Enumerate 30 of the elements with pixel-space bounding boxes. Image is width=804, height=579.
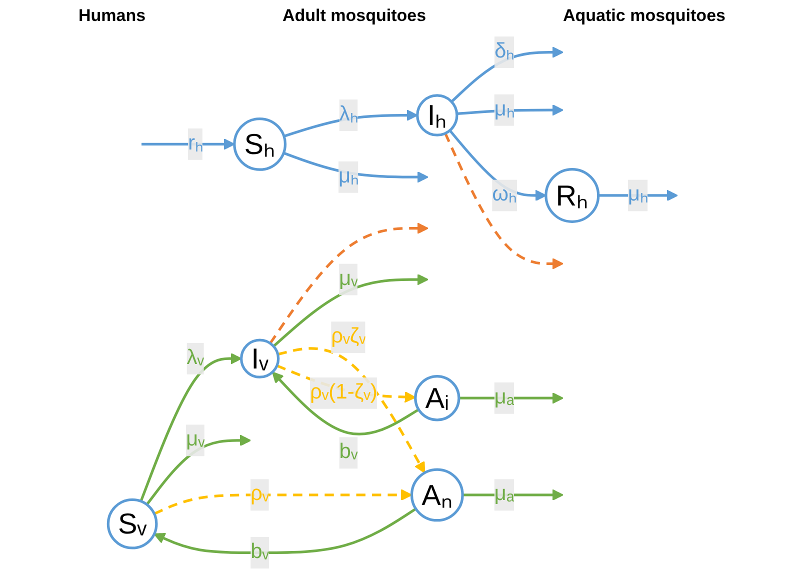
arrow — [272, 274, 428, 348]
edge-label: λᵥ — [186, 342, 204, 374]
edge-label: bᵥ — [250, 540, 270, 564]
group-heading: Aquatic mosquitoes — [563, 6, 726, 26]
edge-label: δₕ — [494, 36, 514, 68]
compartment-circle: Aᵢ — [414, 375, 460, 422]
arrow — [140, 352, 242, 502]
edge-label: ρᵥ(1-ζᵥ) — [310, 381, 378, 404]
edge-label: μₕ — [494, 94, 514, 126]
arrow — [272, 372, 420, 436]
edge-label: μₐ — [494, 386, 514, 409]
edge-label: μᵥ — [186, 428, 205, 451]
group-heading: Humans — [78, 6, 146, 26]
compartment-circle: Iₕ — [416, 94, 458, 136]
edge-label: ρᵥζᵥ — [331, 326, 366, 348]
arrow — [278, 347, 426, 474]
arrow — [154, 508, 417, 554]
compartment-circle: Aₙ — [410, 468, 464, 522]
arrow — [269, 222, 428, 344]
edge-label: μₐ — [494, 483, 514, 506]
compartment-circle: Iᵥ — [240, 338, 280, 378]
compartment-circle: Sₕ — [233, 117, 287, 171]
group-heading: Adult mosquitoes — [282, 6, 426, 26]
edge-label: μᵥ — [339, 268, 358, 290]
arrow — [444, 132, 564, 270]
edge-label: ρᵥ — [250, 483, 270, 506]
compartment-circle: Rₕ — [544, 168, 600, 223]
arrow — [154, 489, 412, 515]
edge-label: bᵥ — [339, 441, 358, 464]
compartment-circle: Sᵥ — [106, 498, 158, 550]
